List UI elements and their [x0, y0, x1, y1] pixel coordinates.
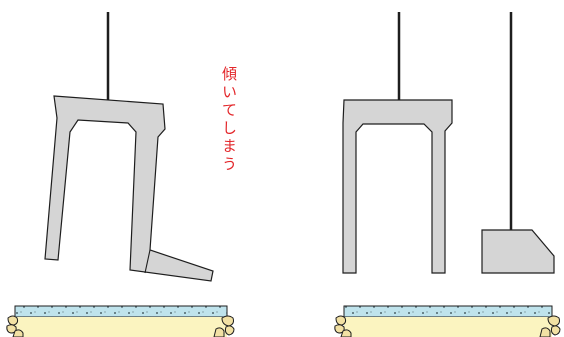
upright-u-block — [342, 99, 453, 274]
right-scene-upright — [334, 12, 561, 337]
right-gravel-dots — [344, 306, 552, 317]
right-sand-layer — [344, 317, 552, 337]
counterweight-block — [481, 229, 555, 274]
left-stones-right — [213, 315, 235, 337]
left-stones-left — [6, 315, 24, 337]
tilted-u-flange-edge — [144, 249, 151, 274]
right-stones-right — [539, 315, 561, 337]
tilt-warning-label: 傾いてしまう — [220, 66, 238, 174]
left-scene-tilted — [6, 12, 235, 337]
tilted-u-block — [44, 95, 214, 282]
left-gravel-dots — [15, 306, 227, 317]
right-stones-left — [334, 315, 352, 337]
left-sand-layer — [15, 317, 227, 337]
